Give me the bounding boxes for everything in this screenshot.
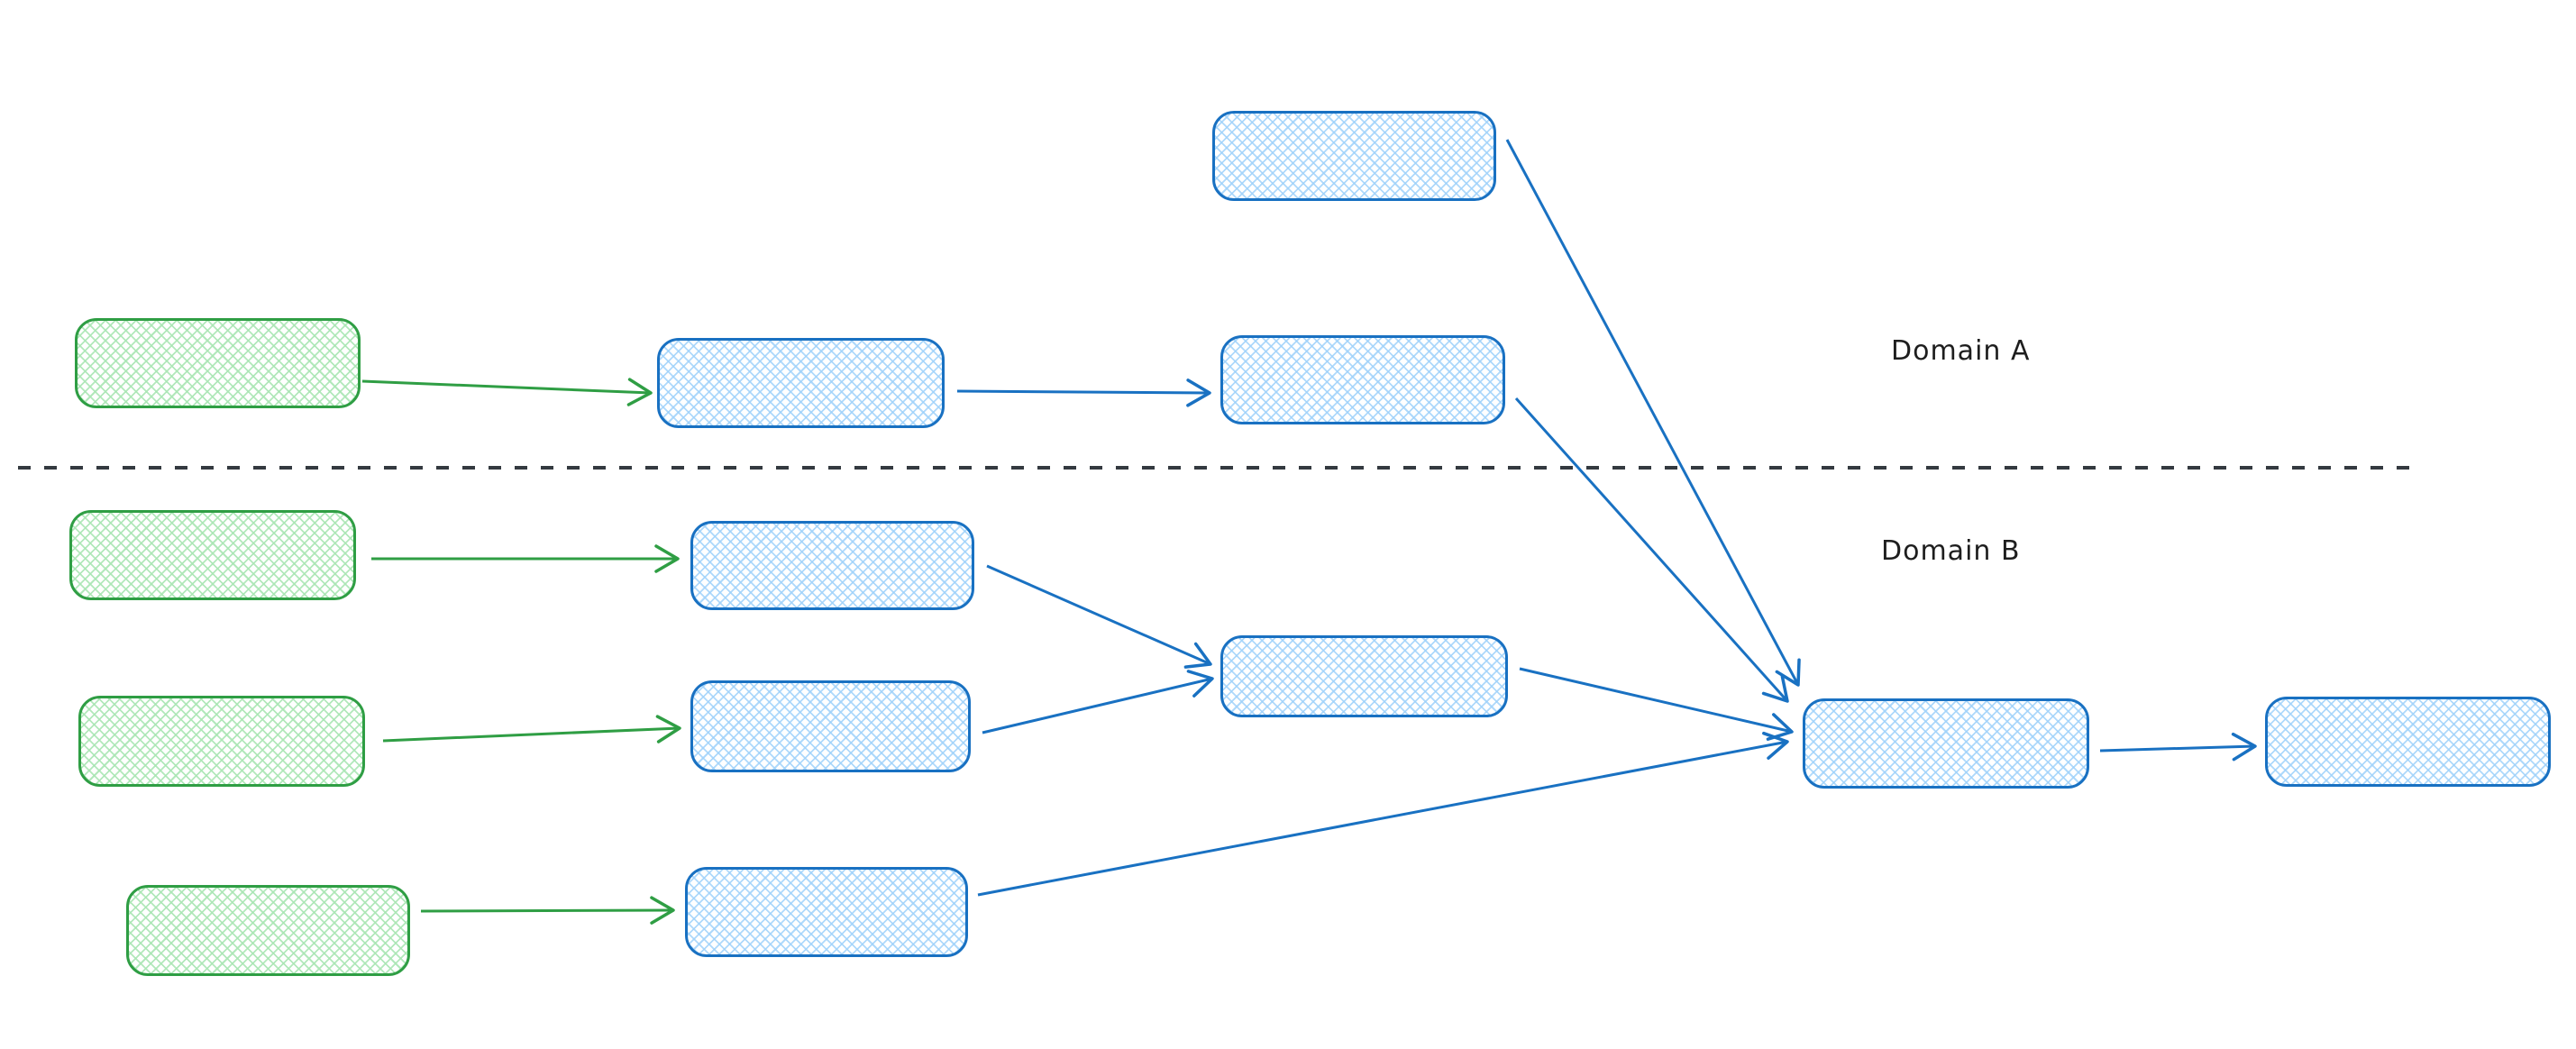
label-domain-b[interactable]: Domain B: [1881, 535, 2021, 567]
edge-blue-sink-to-blue-final: [2099, 732, 2257, 762]
edge-green-b-2-to-blue-b-2: [382, 715, 681, 743]
node-blue-a-right[interactable]: [1220, 335, 1505, 424]
edge-blue-a-right-to-blue-sink: [1514, 397, 1789, 703]
node-blue-a-mid[interactable]: [657, 338, 945, 428]
node-blue-b-merge[interactable]: [1220, 635, 1508, 717]
edge-green-b-3-to-blue-b-3: [420, 896, 675, 925]
edge-blue-a-top-to-blue-sink: [1505, 139, 1801, 687]
edge-green-a-to-blue-a-mid: [361, 378, 653, 406]
node-blue-sink[interactable]: [1803, 698, 2089, 789]
node-blue-b-1[interactable]: [690, 521, 974, 610]
node-blue-b-3[interactable]: [685, 867, 968, 957]
edge-blue-b-merge-to-blue-sink: [1519, 667, 1794, 741]
label-domain-a[interactable]: Domain A: [1891, 335, 2031, 367]
node-blue-b-2[interactable]: [690, 680, 971, 772]
edge-blue-b-1-to-blue-b-merge: [986, 564, 1212, 669]
node-blue-final[interactable]: [2265, 697, 2551, 787]
edge-blue-a-mid-to-blue-a-right: [956, 379, 1211, 407]
node-green-a[interactable]: [75, 318, 361, 408]
node-green-b-3[interactable]: [126, 885, 410, 976]
node-blue-a-top[interactable]: [1212, 111, 1496, 201]
node-green-b-1[interactable]: [69, 510, 356, 600]
node-green-b-2[interactable]: [78, 696, 365, 787]
edge-blue-b-2-to-blue-b-merge: [982, 670, 1214, 734]
edge-blue-b-3-to-blue-sink: [977, 731, 1789, 897]
